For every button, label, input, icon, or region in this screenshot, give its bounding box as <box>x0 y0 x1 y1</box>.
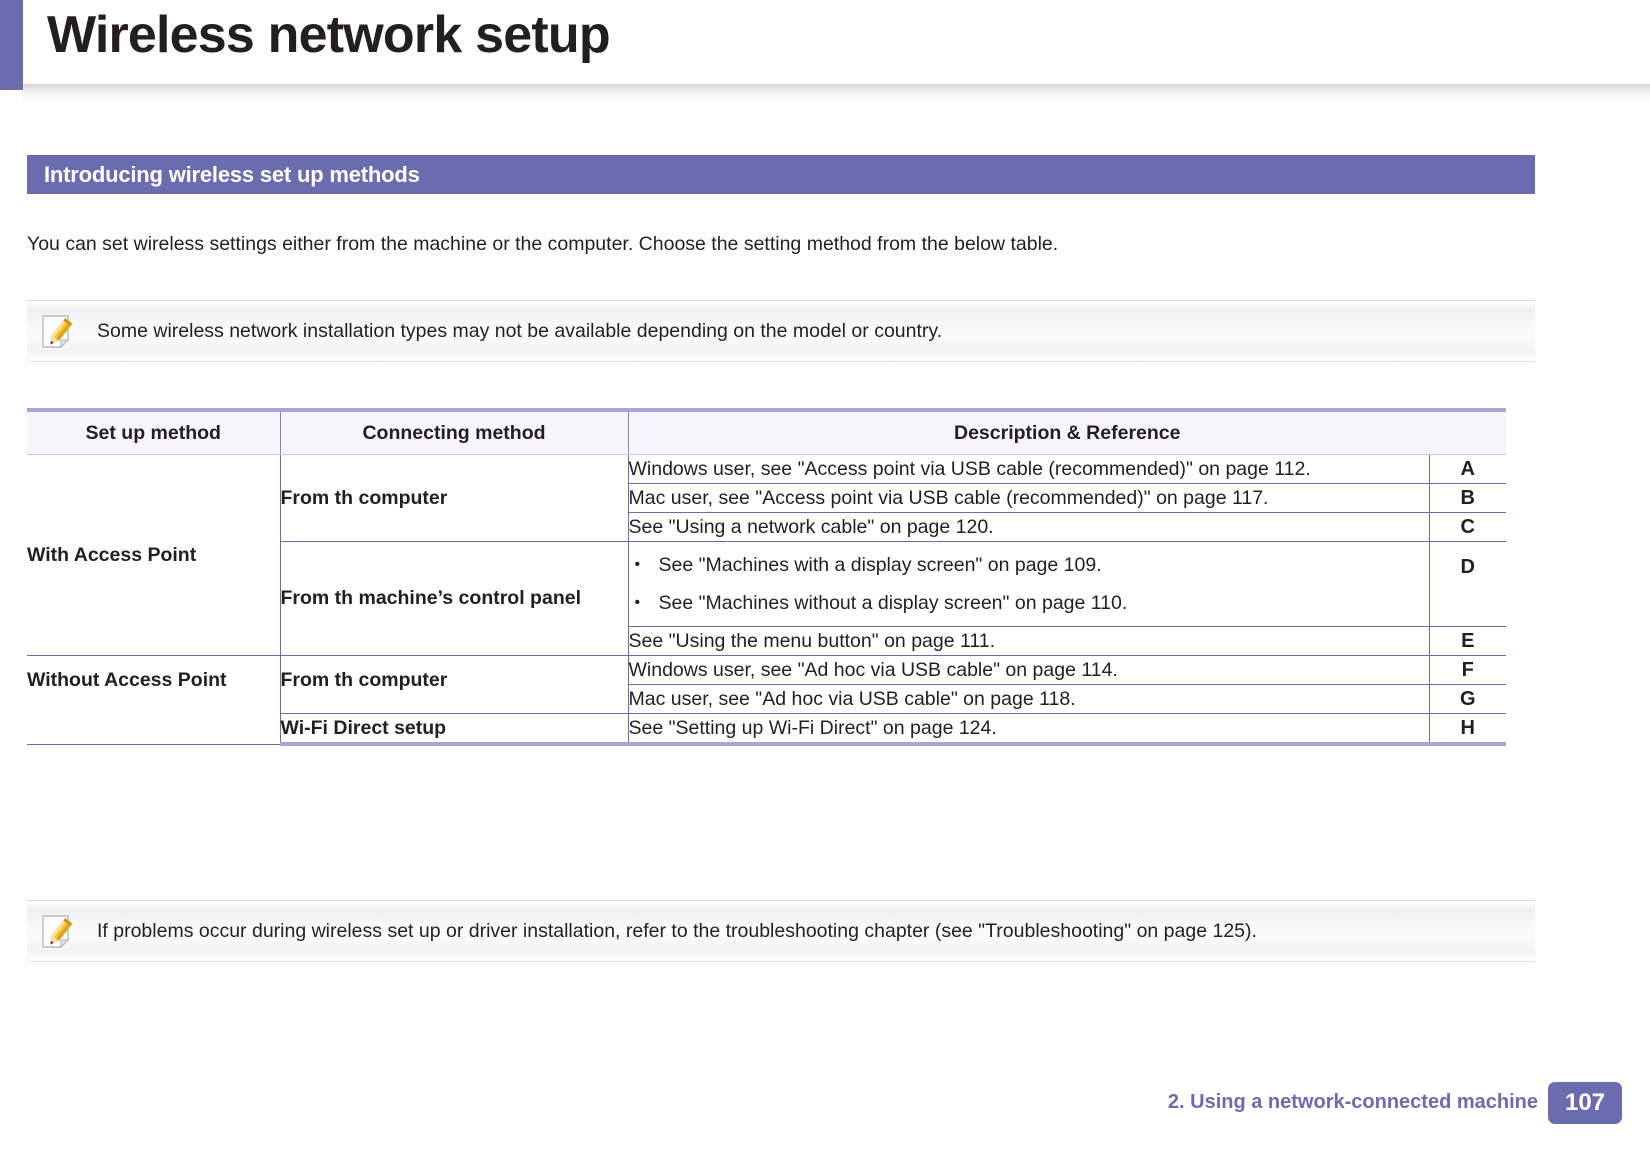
reference-letter-cell: H <box>1428 713 1506 746</box>
reference-letter-cell: A <box>1428 454 1506 484</box>
title-accent-bar <box>0 0 23 90</box>
description-cell: See "Setting up Wi-Fi Direct" on page 12… <box>627 713 1430 746</box>
list-item: See "Machines with a display screen" on … <box>629 546 1429 584</box>
table-row: Wi-Fi Direct setup See "Setting up Wi-Fi… <box>27 713 1506 746</box>
table-row: Without Access Point From th computer Wi… <box>27 655 1506 745</box>
description-cell: Mac user, see "Access point via USB cabl… <box>627 483 1430 513</box>
reference-letter-cell: G <box>1428 684 1506 714</box>
description-cell: Windows user, see "Access point via USB … <box>627 454 1430 484</box>
description-cell: Windows user, see "Ad hoc via USB cable"… <box>627 655 1430 685</box>
page-title: Wireless network setup <box>47 6 611 64</box>
connecting-method-cell: From th computer <box>279 655 629 714</box>
reference-letter-cell: D <box>1428 541 1506 627</box>
note-text-top: Some wireless network installation types… <box>97 320 943 342</box>
reference-letter-cell: E <box>1428 626 1506 656</box>
column-header-connecting-method: Connecting method <box>279 408 629 455</box>
table-row: From th machine’s control panel See "Mac… <box>27 541 1506 656</box>
reference-letter-cell: F <box>1428 655 1506 685</box>
connecting-method-cell: From th computer <box>279 454 629 542</box>
page-title-band: Wireless network setup <box>0 0 1650 106</box>
note-pencil-icon <box>41 314 76 351</box>
table-header-row: Set up method Connecting method Descript… <box>27 408 1506 455</box>
note-text-bottom: If problems occur during wireless set up… <box>97 920 1257 942</box>
section-heading-bar: Introducing wireless set up methods <box>27 155 1535 194</box>
list-item: See "Machines without a display screen" … <box>629 584 1429 622</box>
page-footer: 2. Using a network-connected machine 107 <box>0 1082 1650 1126</box>
description-cell: See "Using the menu button" on page 111. <box>627 626 1430 656</box>
note-box-bottom: If problems occur during wireless set up… <box>27 900 1535 962</box>
table-row: With Access Point From th computer Windo… <box>27 454 1506 656</box>
section-heading-label: Introducing wireless set up methods <box>44 162 420 187</box>
reference-letter-cell: C <box>1428 512 1506 542</box>
description-cell: See "Using a network cable" on page 120. <box>627 512 1430 542</box>
column-header-description-reference: Description & Reference <box>627 408 1506 455</box>
setup-methods-table: Set up method Connecting method Descript… <box>27 408 1506 746</box>
table-row: Mac user, see "Ad hoc via USB cable" on … <box>27 684 1506 714</box>
connecting-method-cell: From th machine’s control panel <box>279 541 629 656</box>
reference-letter-cell: B <box>1428 483 1506 513</box>
setup-method-cell: Without Access Point <box>27 655 281 745</box>
description-cell: See "Machines with a display screen" on … <box>627 541 1430 627</box>
footer-page-number: 107 <box>1548 1082 1622 1124</box>
column-header-setup-method: Set up method <box>27 408 281 455</box>
footer-chapter-label: 2. Using a network-connected machine <box>1167 1091 1538 1113</box>
note-pencil-icon <box>41 914 76 951</box>
description-cell: Mac user, see "Ad hoc via USB cable" on … <box>627 684 1430 714</box>
connecting-method-cell: Wi-Fi Direct setup <box>279 713 629 746</box>
setup-methods-table-wrap: Set up method Connecting method Descript… <box>27 408 1506 746</box>
setup-method-cell: With Access Point <box>27 454 281 656</box>
intro-paragraph: You can set wireless settings either fro… <box>27 233 1059 255</box>
title-shadow-divider <box>23 84 1650 106</box>
description-bullet-list: See "Machines with a display screen" on … <box>629 542 1429 626</box>
note-box-top: Some wireless network installation types… <box>27 300 1535 362</box>
